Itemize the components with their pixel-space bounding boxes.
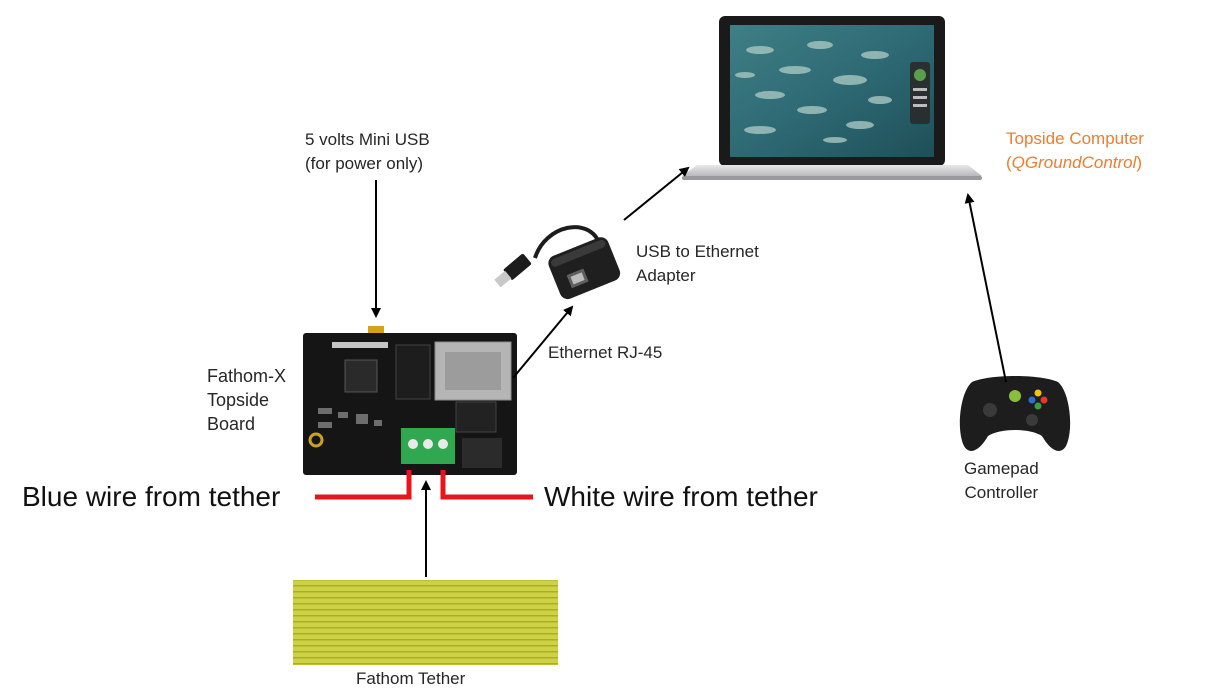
usb-power-label: 5 volts Mini USB (for power only) xyxy=(305,128,430,176)
blue-wire-line xyxy=(315,470,412,500)
fathom-x-board-icon xyxy=(303,326,517,475)
gamepad-label-line2: Controller xyxy=(964,483,1039,502)
adapter-to-laptop-arrow xyxy=(623,166,690,221)
adapter-label: USB to Ethernet Adapter xyxy=(636,240,759,288)
board-label-line2: Topside xyxy=(207,390,270,410)
laptop-icon xyxy=(682,16,982,180)
board-label-line3: Board xyxy=(207,414,256,434)
adapter-label-line1: USB to Ethernet xyxy=(636,242,759,261)
tether-spool-icon xyxy=(293,580,558,665)
ethernet-label: Ethernet RJ-45 xyxy=(548,343,663,362)
adapter-label-line2: Adapter xyxy=(636,266,696,285)
blue-wire-label: Blue wire from tether xyxy=(22,481,281,512)
usb-ethernet-adapter-icon xyxy=(494,225,621,300)
qgroundcontrol-app-name: QGroundControl xyxy=(1011,153,1137,172)
gamepad-label-line1: Gamepad xyxy=(964,459,1039,478)
usb-power-label-line1: 5 volts Mini USB xyxy=(305,130,430,149)
gamepad-label: Gamepad Controller xyxy=(964,457,1039,505)
computer-label-line1: Topside Computer xyxy=(1006,129,1144,148)
computer-label: Topside Computer (QGroundControl) xyxy=(1006,127,1144,175)
board-to-adapter-arrow xyxy=(512,305,574,379)
board-label: Fathom-X Topside Board xyxy=(207,364,286,436)
gamepad-to-laptop-arrow xyxy=(964,193,1007,383)
board-label-line1: Fathom-X xyxy=(207,366,287,386)
computer-label-line2: (QGroundControl) xyxy=(1006,153,1143,172)
white-wire-label: White wire from tether xyxy=(544,481,818,512)
white-wire-line xyxy=(440,470,533,500)
tether-label: Fathom Tether xyxy=(356,669,466,688)
gamepad-icon xyxy=(959,376,1071,451)
usb-power-label-line2: (for power only) xyxy=(305,154,424,173)
